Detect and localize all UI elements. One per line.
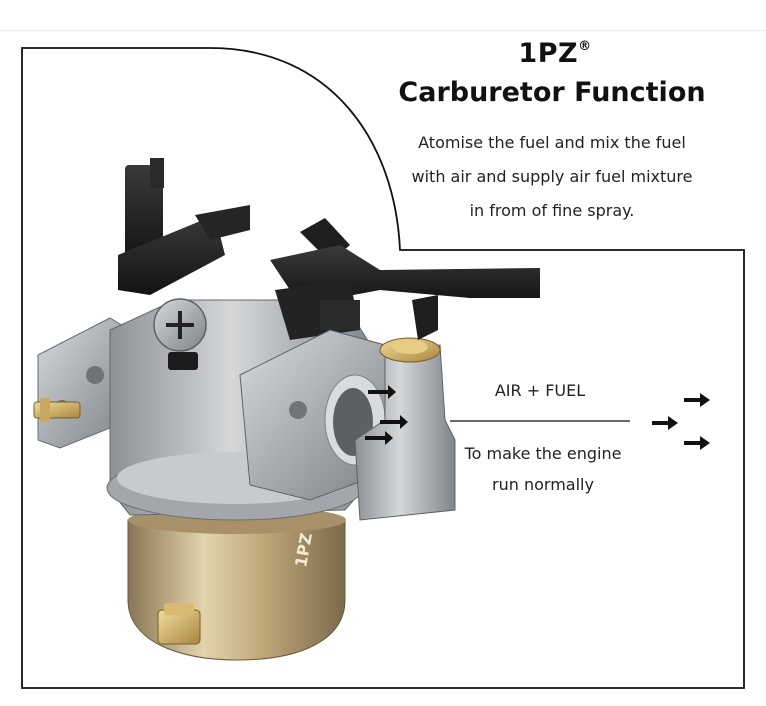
purpose-line: run normally bbox=[492, 475, 594, 494]
function-description: Atomise the fuel and mix the fuel with a… bbox=[392, 126, 712, 228]
top-strip bbox=[0, 0, 766, 31]
purpose-text: To make the engine run normally bbox=[445, 438, 641, 500]
brand-title: 1PZ® bbox=[400, 38, 710, 69]
brand-name: 1PZ bbox=[518, 38, 579, 69]
registered-mark: ® bbox=[578, 39, 592, 54]
page-title: Carburetor Function bbox=[398, 77, 706, 108]
air-fuel-label: AIR + FUEL bbox=[494, 381, 586, 400]
description-line: with air and supply air fuel mixture bbox=[411, 167, 693, 186]
purpose-line: To make the engine bbox=[464, 444, 622, 463]
description-line: in from of fine spray. bbox=[469, 201, 635, 220]
description-line: Atomise the fuel and mix the fuel bbox=[418, 133, 686, 152]
